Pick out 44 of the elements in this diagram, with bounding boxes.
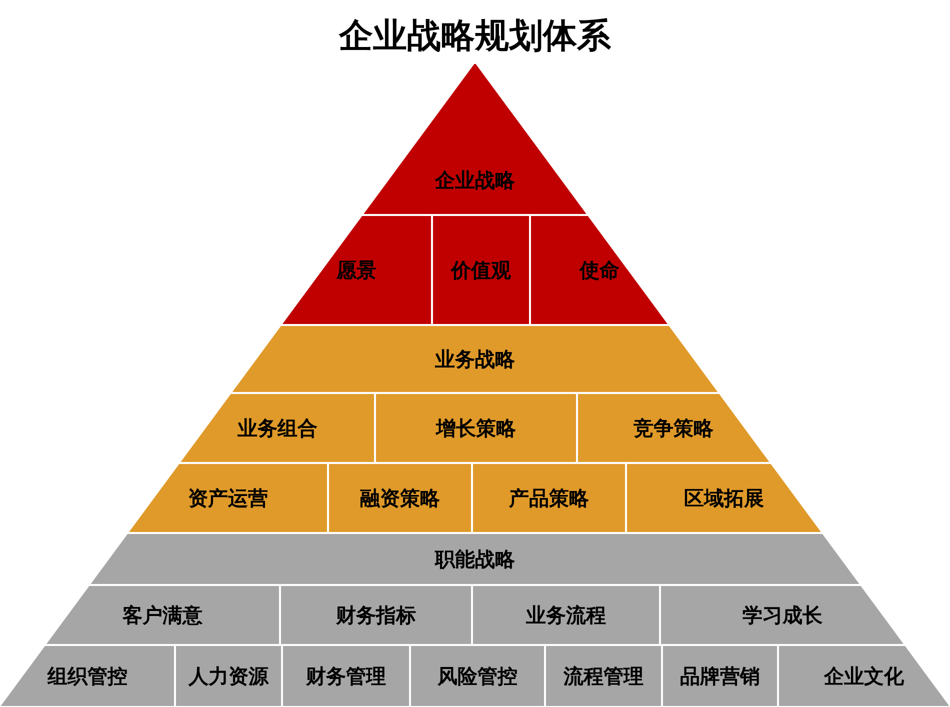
pyramid-segment — [546, 646, 661, 706]
segment-label: 愿景 — [336, 257, 377, 284]
segment-label: 客户满意 — [122, 602, 203, 629]
pyramid-segment — [661, 586, 904, 644]
segment-label: 增长策略 — [436, 415, 516, 442]
segment-label: 竞争策略 — [634, 415, 714, 442]
pyramid-segment — [376, 394, 576, 462]
segment-label: 学习成长 — [742, 602, 822, 629]
pyramid-segment — [578, 394, 770, 462]
pyramid-segment — [411, 646, 544, 706]
pyramid-segment — [46, 586, 279, 644]
segment-label: 人力资源 — [188, 663, 268, 690]
segment-label: 风险管控 — [438, 663, 518, 690]
segment-label: 业务战略 — [434, 346, 515, 373]
segment-label: 使命 — [579, 257, 620, 284]
segment-label: 财务管理 — [306, 663, 386, 690]
segment-label: 资产运营 — [188, 485, 268, 512]
pyramid-segment — [176, 646, 281, 706]
segment-label: 产品策略 — [509, 485, 589, 512]
segment-label: 价值观 — [451, 257, 511, 284]
pyramid-segment — [473, 586, 659, 644]
title: 企业战略规划体系 — [339, 15, 611, 58]
pyramid-segment — [779, 646, 950, 706]
pyramid-segment — [329, 464, 471, 532]
segment-label: 区域拓展 — [684, 485, 764, 512]
pyramid-segment — [180, 394, 374, 462]
segment-label: 业务组合 — [237, 415, 318, 442]
segment-label: 业务流程 — [526, 602, 606, 629]
segment-label: 流程管理 — [564, 663, 644, 690]
pyramid-segment — [0, 646, 174, 706]
segment-label: 融资策略 — [360, 485, 440, 512]
pyramid-segment — [473, 464, 625, 532]
pyramid-segment — [663, 646, 777, 706]
segment-label: 品牌营销 — [680, 663, 760, 690]
pyramid-segment — [281, 586, 471, 644]
pyramid-segment — [129, 464, 327, 532]
segment-label: 职能战略 — [434, 546, 515, 573]
segment-label: 企业战略 — [434, 166, 515, 194]
segment-label: 企业文化 — [824, 663, 904, 690]
pyramid-segment — [627, 464, 821, 532]
pyramid-segment — [283, 646, 409, 706]
segment-label: 财务指标 — [336, 602, 416, 629]
pyramid-segment — [433, 216, 529, 324]
segment-label: 组织管控 — [47, 663, 128, 690]
